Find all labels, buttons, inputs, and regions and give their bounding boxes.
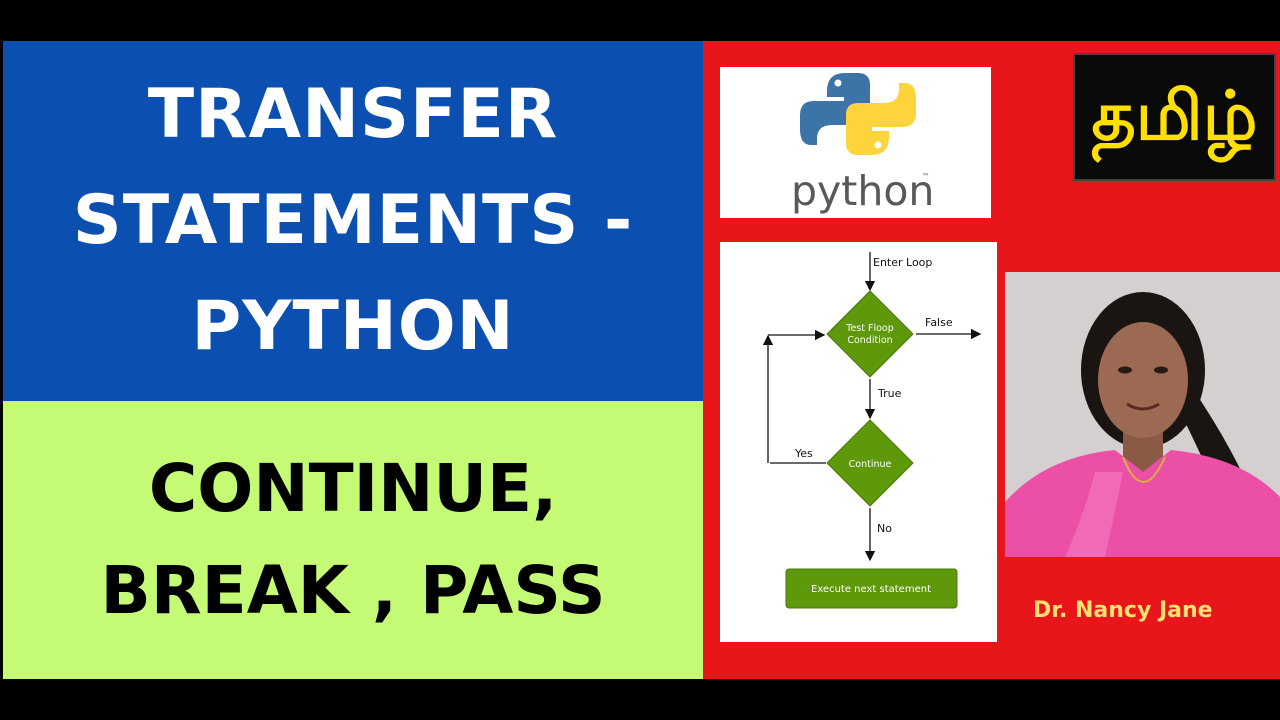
python-logo: python ™ [720, 67, 991, 218]
continue-diamond [826, 419, 914, 507]
enter-loop-label: Enter Loop [873, 256, 932, 269]
presenter-portrait [1005, 272, 1280, 557]
condition-diamond [826, 290, 914, 378]
subtitle-line-2: BREAK , PASS [100, 552, 606, 629]
yes-label: Yes [794, 447, 813, 460]
presenter-photo [1005, 272, 1280, 557]
title-line-2: STATEMENTS - [72, 181, 634, 260]
python-trademark: ™ [922, 172, 930, 181]
condition-label-1: Test Floop [845, 323, 894, 334]
title-panel: TRANSFER STATEMENTS - PYTHON [3, 41, 703, 401]
bottom-letterbox-bar [0, 679, 1280, 720]
condition-label-2: Condition [847, 335, 892, 346]
false-label: False [925, 316, 953, 329]
title-line-3: PYTHON [191, 287, 515, 366]
no-label: No [877, 522, 892, 535]
title-line-1: TRANSFER [147, 75, 559, 154]
next-statement-label: Execute next statement [811, 584, 931, 595]
tamil-language-badge: தமிழ் [1073, 53, 1276, 181]
subtitle-line-1: CONTINUE, [148, 450, 558, 527]
true-label: True [877, 387, 902, 400]
python-logo-icon: python ™ [791, 73, 934, 215]
next-statement-box [785, 568, 958, 609]
media-panel: python ™ தமிழ் Enter Loop Test Floop Con… [703, 41, 1280, 679]
subtitle-panel: CONTINUE, BREAK , PASS [3, 401, 703, 679]
python-wordmark: python [791, 167, 934, 215]
loop-flowchart: Enter Loop Test Floop Condition False Tr… [720, 242, 997, 642]
flowchart-diagram: Enter Loop Test Floop Condition False Tr… [762, 252, 982, 609]
continue-label: Continue [849, 459, 892, 470]
author-name: Dr. Nancy Jane [1033, 598, 1213, 623]
tamil-text: தமிழ் [1091, 77, 1258, 156]
top-letterbox-bar [0, 0, 1280, 41]
